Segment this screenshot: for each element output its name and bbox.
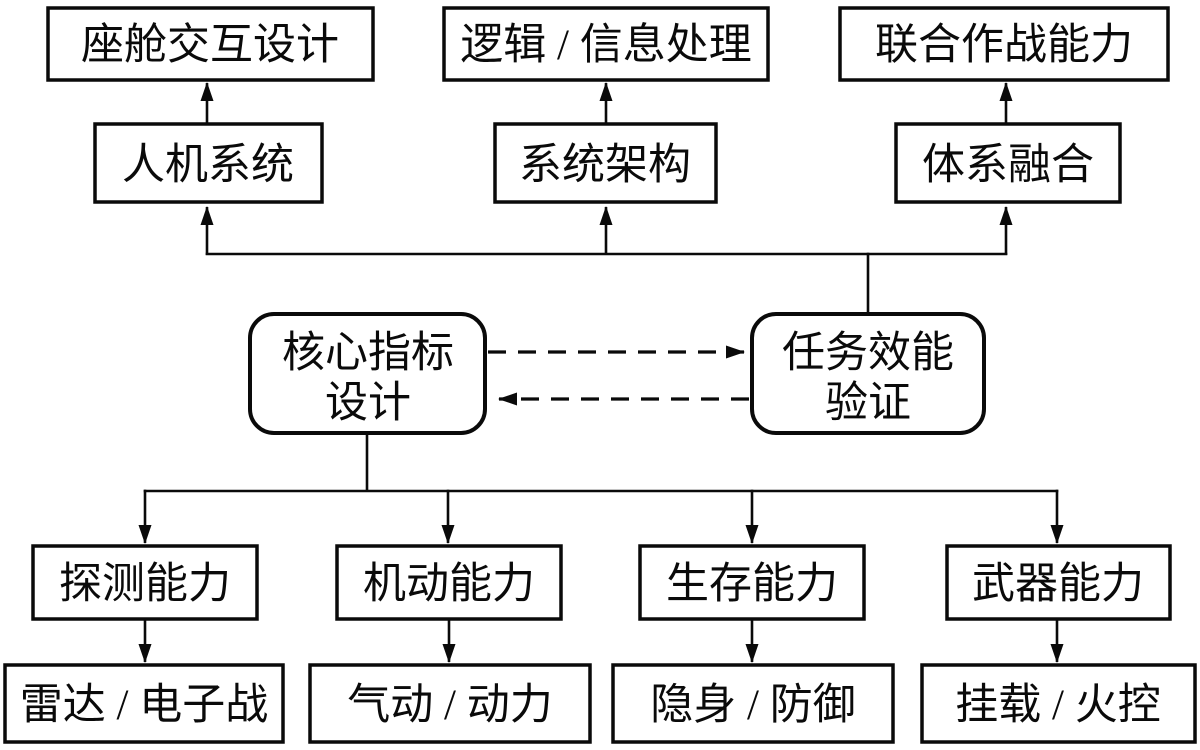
node-core-indicator-design-label-line2: 设计 (325, 380, 411, 427)
node-joint-combat-capability-label: 联合作战能力 (875, 22, 1133, 69)
node-weapon-capability: 武器能力 (945, 544, 1172, 621)
node-weapon-capability-label: 武器能力 (972, 561, 1144, 608)
node-core-indicator-design-box (248, 312, 487, 435)
node-human-machine-system: 人机系统 (93, 122, 324, 204)
node-detection-capability-label: 探测能力 (59, 561, 231, 608)
node-joint-combat-capability: 联合作战能力 (838, 6, 1170, 82)
node-mission-effectiveness-validation-box (750, 312, 986, 435)
node-mission-effectiveness-validation-label-line2: 验证 (825, 379, 911, 427)
node-survivability-capability-box (638, 544, 866, 621)
node-stealth-defense-box (611, 663, 895, 744)
node-human-machine-system-label: 人机系统 (122, 142, 294, 189)
node-survivability-capability: 生存能力 (638, 544, 866, 621)
node-payload-fire-control: 挂载 / 火控 (920, 663, 1197, 744)
node-radar-electronic-warfare: 雷达 / 电子战 (3, 663, 285, 744)
node-cockpit-interaction-design-box (46, 6, 375, 82)
node-logic-info-processing: 逻辑 / 信息处理 (442, 6, 770, 82)
node-cockpit-interaction-design-label: 座舱交互设计 (81, 21, 339, 69)
node-payload-fire-control-box (920, 663, 1197, 744)
node-system-architecture: 系统架构 (493, 122, 718, 204)
node-maneuver-capability: 机动能力 (335, 544, 563, 621)
node-stealth-defense-label: 隐身 / 防御 (650, 682, 855, 729)
node-payload-fire-control-label: 挂载 / 火控 (955, 682, 1160, 729)
node-aero-propulsion-box (308, 663, 592, 744)
node-mission-effectiveness-validation-label-line1: 任务效能 (782, 330, 954, 377)
node-maneuver-capability-box (335, 544, 563, 621)
node-stealth-defense: 隐身 / 防御 (611, 663, 895, 744)
node-detection-capability: 探测能力 (31, 544, 259, 621)
node-mission-effectiveness-validation: 任务效能 验证 (750, 312, 986, 435)
node-system-integration-box (894, 122, 1122, 204)
node-human-machine-system-box (93, 122, 324, 204)
node-core-indicator-design: 核心指标 设计 (248, 312, 487, 435)
node-logic-info-processing-box (442, 6, 770, 82)
node-logic-info-processing-label: 逻辑 / 信息处理 (460, 21, 751, 69)
node-cockpit-interaction-design: 座舱交互设计 (46, 6, 375, 82)
node-aero-propulsion: 气动 / 动力 (308, 663, 592, 744)
node-core-indicator-design-label-line1: 核心指标 (282, 330, 454, 377)
node-system-integration: 体系融合 (894, 122, 1122, 204)
node-system-integration-label: 体系融合 (922, 142, 1094, 189)
node-radar-electronic-warfare-box (3, 663, 285, 744)
node-joint-combat-capability-box (838, 6, 1170, 82)
node-system-architecture-label: 系统架构 (519, 142, 691, 189)
node-detection-capability-box (31, 544, 259, 621)
node-radar-electronic-warfare-label: 雷达 / 电子战 (20, 682, 268, 729)
node-aero-propulsion-label: 气动 / 动力 (347, 682, 552, 729)
node-system-architecture-box (493, 122, 718, 204)
node-weapon-capability-box (945, 544, 1172, 621)
node-maneuver-capability-label: 机动能力 (363, 561, 535, 608)
node-survivability-capability-label: 生存能力 (666, 561, 838, 608)
